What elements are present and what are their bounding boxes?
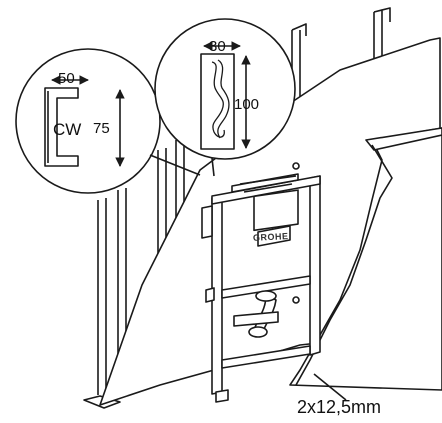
board-thickness-label: 2x12,5mm: [297, 397, 382, 417]
frame-brand-logo: GROHE: [252, 231, 289, 243]
installation-frame: [201, 162, 321, 403]
stud-width-label: 30: [209, 38, 226, 55]
cw-type-label: CW: [53, 120, 82, 139]
stud-height-label: 100: [234, 96, 260, 113]
cw-profile-section: [44, 87, 79, 167]
cw-height-label: 75: [93, 120, 110, 137]
cw-width-label: 50: [58, 70, 75, 87]
board-leader-line: [313, 373, 347, 401]
cw-profile-callout: [15, 48, 161, 194]
